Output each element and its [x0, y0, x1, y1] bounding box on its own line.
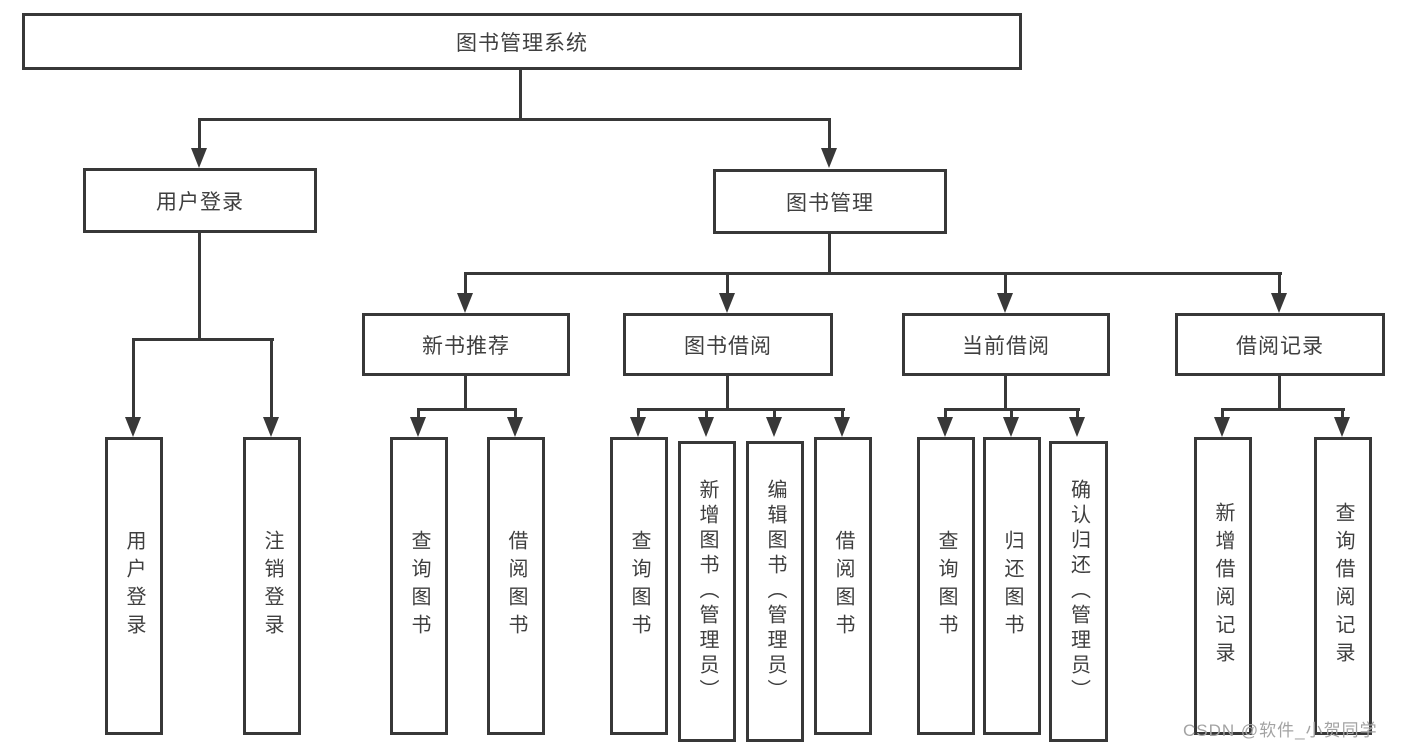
- node-root: 图书管理系统: [22, 13, 1022, 70]
- connector-drop: [944, 408, 947, 420]
- arrow-down-icon: [125, 417, 141, 437]
- connector-drop: [1010, 408, 1013, 420]
- leaf-confirm-return-admin-label: 确认归还（管理员）: [1067, 479, 1090, 704]
- node-root-label: 图书管理系统: [456, 31, 588, 55]
- node-user-login: 用户登录: [83, 168, 317, 233]
- leaf-edit-books-admin-label: 编辑图书（管理员）: [764, 479, 786, 704]
- connector-current-borrow-stem: [1004, 376, 1007, 408]
- connector-user-login-stem: [198, 233, 201, 338]
- arrow-down-icon: [410, 417, 426, 437]
- node-borrow-records: 借阅记录: [1175, 313, 1385, 376]
- connector-drop: [705, 408, 708, 420]
- leaf-query-books-2: 查询图书: [610, 437, 668, 735]
- node-book-management-label: 图书管理: [786, 191, 874, 215]
- arrow-down-icon: [698, 417, 714, 437]
- leaf-add-borrow-record-label: 新增借阅记录: [1212, 502, 1234, 670]
- arrow-down-icon: [719, 293, 735, 313]
- arrow-down-icon: [766, 417, 782, 437]
- connector-drop: [514, 408, 517, 420]
- leaf-return-books-label: 归还图书: [1001, 530, 1023, 642]
- arrow-down-icon: [191, 148, 207, 168]
- arrow-down-icon: [937, 417, 953, 437]
- node-current-borrowing-label: 当前借阅: [962, 334, 1050, 358]
- leaf-add-borrow-record: 新增借阅记录: [1194, 437, 1252, 735]
- connector-book-borrow-stem: [726, 376, 729, 408]
- connector-book-mgmt-rail: [464, 272, 1282, 275]
- connector-drop: [637, 408, 640, 420]
- leaf-query-books-label: 查询图书: [408, 530, 430, 642]
- leaf-add-books-admin: 新增图书（管理员）: [678, 441, 736, 742]
- arrow-down-icon: [263, 417, 279, 437]
- arrow-down-icon: [1271, 293, 1287, 313]
- connector-new-book-stem: [464, 376, 467, 408]
- connector-drop-logout: [270, 338, 273, 419]
- connector-borrow-record-rail: [1221, 408, 1345, 411]
- leaf-query-borrow-record-label: 查询借阅记录: [1332, 502, 1354, 670]
- leaf-user-login-label: 用户登录: [123, 530, 145, 642]
- node-current-borrowing: 当前借阅: [902, 313, 1110, 376]
- arrow-down-icon: [1334, 417, 1350, 437]
- node-book-borrowing-label: 图书借阅: [684, 334, 772, 358]
- leaf-query-borrow-record: 查询借阅记录: [1314, 437, 1372, 735]
- connector-root-rail: [198, 118, 831, 121]
- connector-drop-current-borrow: [1004, 272, 1007, 296]
- arrow-down-icon: [997, 293, 1013, 313]
- connector-drop: [1221, 408, 1224, 420]
- connector-drop-new-book: [464, 272, 467, 296]
- arrow-down-icon: [457, 293, 473, 313]
- leaf-borrow-books-label: 借阅图书: [832, 530, 854, 642]
- connector-book-borrow-rail: [637, 408, 845, 411]
- connector-drop-login: [132, 338, 135, 419]
- leaf-user-login: 用户登录: [105, 437, 163, 735]
- connector-drop: [773, 408, 776, 420]
- connector-drop: [417, 408, 420, 420]
- connector-drop-book-borrow: [726, 272, 729, 296]
- leaf-confirm-return-admin: 确认归还（管理员）: [1049, 441, 1108, 742]
- leaf-borrow-books-2: 借阅图书: [814, 437, 872, 735]
- connector-drop-book-mgmt: [828, 118, 831, 152]
- connector-borrow-record-stem: [1278, 376, 1281, 408]
- arrow-down-icon: [1214, 417, 1230, 437]
- leaf-logout: 注销登录: [243, 437, 301, 735]
- node-book-borrowing: 图书借阅: [623, 313, 833, 376]
- leaf-query-books-1: 查询图书: [390, 437, 448, 735]
- connector-book-mgmt-stem: [828, 234, 831, 272]
- leaf-add-books-admin-label: 新增图书（管理员）: [696, 479, 718, 704]
- leaf-return-books: 归还图书: [983, 437, 1041, 735]
- node-borrow-records-label: 借阅记录: [1236, 334, 1324, 358]
- connector-drop-borrow-record: [1278, 272, 1281, 296]
- arrow-down-icon: [507, 417, 523, 437]
- leaf-edit-books-admin: 编辑图书（管理员）: [746, 441, 804, 742]
- arrow-down-icon: [821, 148, 837, 168]
- node-new-book-recommend: 新书推荐: [362, 313, 570, 376]
- arrow-down-icon: [1069, 417, 1085, 437]
- leaf-borrow-books-1: 借阅图书: [487, 437, 545, 735]
- connector-new-book-rail: [417, 408, 517, 411]
- connector-drop: [1076, 408, 1079, 420]
- connector-drop: [841, 408, 844, 420]
- connector-drop-user-login: [198, 118, 201, 152]
- connector-root-stem: [519, 70, 522, 118]
- connector-user-login-rail: [132, 338, 274, 341]
- leaf-query-books-label: 查询图书: [628, 530, 650, 642]
- leaf-query-books-3: 查询图书: [917, 437, 975, 735]
- connector-drop: [1341, 408, 1344, 420]
- leaf-borrow-books-label: 借阅图书: [505, 530, 527, 642]
- node-book-management: 图书管理: [713, 169, 947, 234]
- arrow-down-icon: [834, 417, 850, 437]
- arrow-down-icon: [630, 417, 646, 437]
- csdn-watermark: CSDN @软件_小贺同学: [1183, 721, 1378, 740]
- leaf-query-books-label: 查询图书: [935, 530, 957, 642]
- leaf-logout-label: 注销登录: [261, 530, 283, 642]
- node-user-login-label: 用户登录: [156, 190, 244, 214]
- node-new-book-recommend-label: 新书推荐: [422, 334, 510, 358]
- arrow-down-icon: [1003, 417, 1019, 437]
